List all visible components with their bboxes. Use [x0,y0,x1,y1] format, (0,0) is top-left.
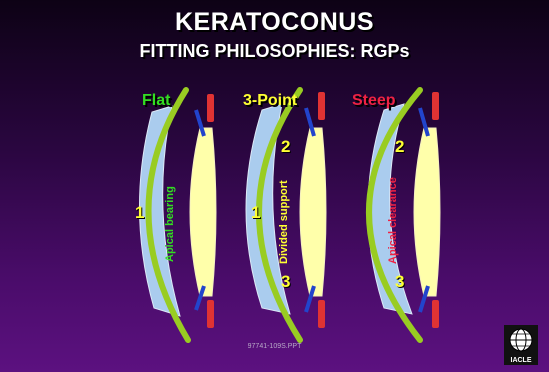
iris-top [207,94,214,122]
panel-steep-diagram [368,90,440,340]
iris-bottom [318,300,325,328]
iris-bottom [432,300,439,328]
point-number: 1 [251,203,260,223]
cornea-shape [190,128,216,296]
rotated-label-steep: Apical clearance [387,177,399,264]
cornea-shape [300,128,326,296]
iris-bottom [207,300,214,328]
footer-code: 97741-109S.PPT [0,343,549,350]
rotated-label-flat: Apical bearing [164,186,176,262]
panel-label-steep: Steep [352,92,396,110]
point-number: 2 [281,137,290,157]
point-number: 3 [395,272,404,292]
rotated-label-3point: Divided support [278,180,290,264]
panel-label-3point: 3-Point [243,92,297,110]
iacle-logo: IACLE [504,325,538,365]
globe-icon: IACLE [504,325,538,365]
point-number: 3 [281,272,290,292]
panel-flat-diagram [139,90,216,340]
logo-text: IACLE [511,357,532,364]
cornea-shape [414,128,440,296]
point-number: 1 [135,203,144,223]
iris-top [318,92,325,120]
iris-top [432,92,439,120]
panel-label-flat: Flat [142,92,170,110]
point-number: 2 [395,137,404,157]
